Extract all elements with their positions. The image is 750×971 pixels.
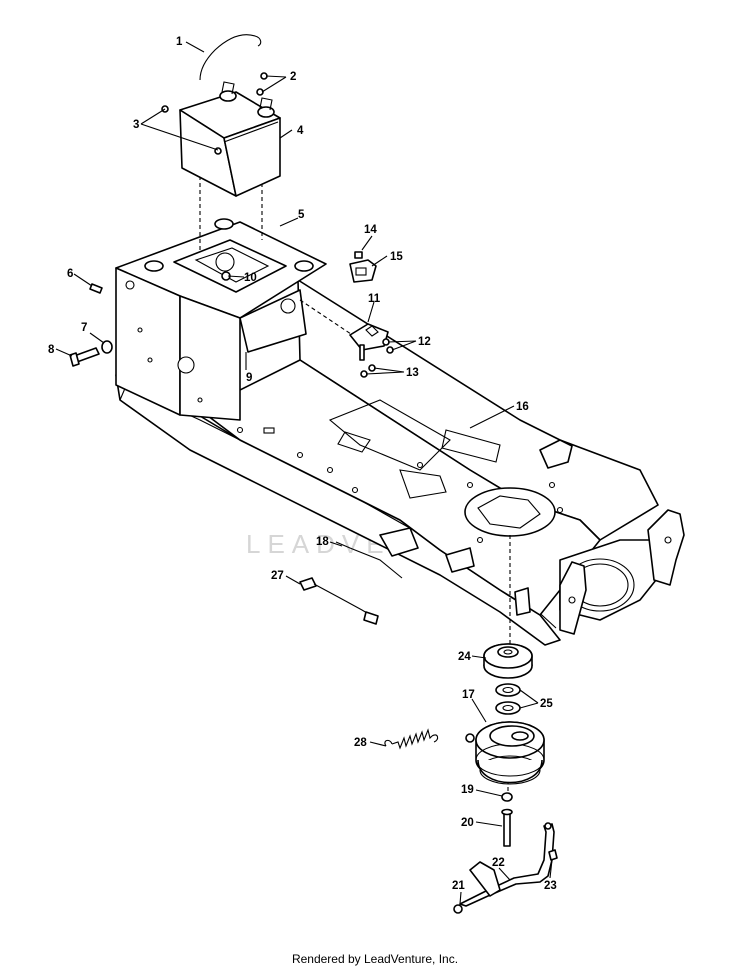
callout-27: 27 bbox=[271, 570, 284, 582]
callout-21: 21 bbox=[452, 880, 465, 892]
callout-3: 3 bbox=[133, 119, 139, 131]
callout-18: 18 bbox=[316, 536, 329, 548]
callout-8: 8 bbox=[48, 344, 55, 356]
callout-19: 19 bbox=[461, 784, 474, 796]
wire-harness bbox=[299, 577, 379, 625]
callout-15: 15 bbox=[390, 251, 403, 263]
callout-13: 13 bbox=[406, 367, 419, 379]
callout-1: 1 bbox=[176, 36, 183, 48]
bolt-21 bbox=[453, 904, 463, 914]
callout-22: 22 bbox=[492, 857, 505, 869]
nut-23 bbox=[548, 849, 558, 861]
battery bbox=[179, 81, 281, 197]
callout-4: 4 bbox=[297, 125, 304, 137]
callout-23: 23 bbox=[544, 880, 557, 892]
callout-16: 16 bbox=[516, 401, 529, 413]
pulley bbox=[483, 643, 533, 679]
lift-rod bbox=[459, 822, 555, 907]
callout-12: 12 bbox=[418, 336, 431, 348]
spacers bbox=[495, 683, 521, 715]
footer-credit: Rendered by LeadVenture, Inc. bbox=[291, 952, 459, 966]
battery-strap bbox=[199, 34, 262, 81]
callout-5: 5 bbox=[298, 209, 305, 221]
callout-7: 7 bbox=[81, 322, 87, 334]
center-bolt bbox=[501, 792, 513, 847]
callout-14: 14 bbox=[364, 224, 377, 236]
callout-11: 11 bbox=[368, 293, 381, 305]
callout-2: 2 bbox=[290, 71, 296, 83]
spring bbox=[384, 728, 439, 750]
callout-24: 24 bbox=[458, 651, 471, 663]
cable-18 bbox=[335, 541, 403, 579]
callout-28: 28 bbox=[354, 737, 367, 749]
callout-6: 6 bbox=[67, 268, 73, 280]
leader-lines bbox=[55, 41, 553, 905]
callout-20: 20 bbox=[461, 817, 474, 829]
callout-17: 17 bbox=[462, 689, 475, 701]
callout-10: 10 bbox=[244, 272, 257, 284]
callout-9: 9 bbox=[246, 372, 252, 384]
dash-panel bbox=[115, 218, 327, 421]
pto-clutch bbox=[465, 721, 545, 785]
callout-25: 25 bbox=[540, 698, 553, 710]
callout-labels: 1 2 3 4 5 6 7 8 9 10 11 12 13 14 15 16 1… bbox=[48, 36, 557, 892]
